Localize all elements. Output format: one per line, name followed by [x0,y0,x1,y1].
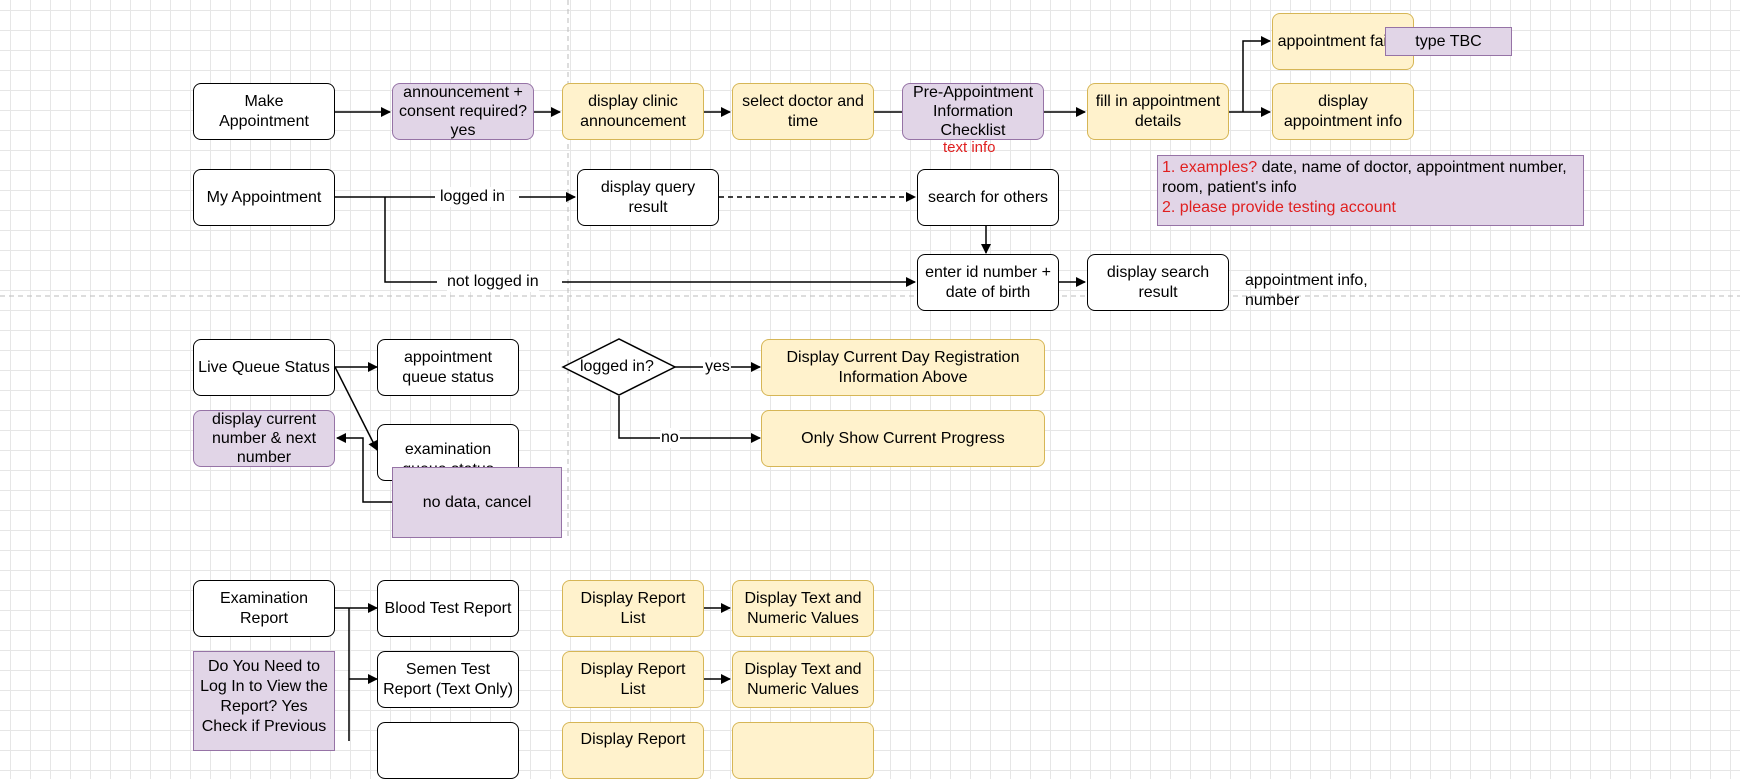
node-label: select doctor and time [742,92,864,130]
node-label: display appointment info [1283,92,1403,130]
node-label: Blood Test Report [384,599,512,617]
edge-nodata-to-display-current [336,433,392,503]
display-text-numeric-1-node[interactable]: Display Text and Numeric Values [732,580,874,637]
only-show-progress-node[interactable]: Only Show Current Progress [761,410,1045,467]
note-line-1-text: date, name of doctor, appointment number… [1162,159,1567,196]
display-clinic-announcement-node[interactable]: display clinic announcement [562,83,704,140]
result-note-label: appointment info, number [1245,272,1368,309]
note-line-2: 2. please provide testing account [1162,199,1396,216]
edge-fill-to-failed [1242,36,1271,112]
node-label: search for others [927,188,1049,206]
node-label: Display Report List [580,660,686,698]
logged-in-edge-label: logged in [440,187,505,207]
node-label: Only Show Current Progress [801,429,1005,447]
announcement-consent-node[interactable]: announcement + consent required? yes [392,83,534,140]
node-label: type TBC [1415,32,1482,50]
note-line-1: 1. examples? date, name of doctor, appoi… [1162,158,1579,198]
pre-appointment-checklist-node[interactable]: Pre-Appointment Information Checklist [902,83,1044,140]
node-label: Display Report [580,731,686,748]
display-report-3-next-node[interactable] [732,722,874,779]
node-label: appointment queue status [402,348,494,386]
display-current-day-node[interactable]: Display Current Day Registration Informa… [761,339,1045,396]
node-label: display search result [1106,263,1210,301]
logged-in-decision-diamond [561,338,677,396]
examples-note: 1. examples? date, name of doctor, appoi… [1157,155,1584,226]
select-doctor-time-node[interactable]: select doctor and time [732,83,874,140]
display-report-list-1-node[interactable]: Display Report List [562,580,704,637]
live-queue-status-node[interactable]: Live Queue Status [193,339,335,396]
examination-report-node[interactable]: Examination Report [193,580,335,637]
blood-test-report-node[interactable]: Blood Test Report [377,580,519,637]
node-label: Make Appointment [219,92,309,130]
node-label: enter id number + date of birth [925,263,1051,301]
display-appointment-info-node[interactable]: display appointment info [1272,83,1414,140]
node-label: no data, cancel [422,493,532,511]
no-edge-label: no [661,428,679,448]
display-search-result-node[interactable]: display search result [1087,254,1229,311]
semen-test-report-node[interactable]: Semen Test Report (Text Only) [377,651,519,708]
edge-myappt-to-notloggedin [384,197,437,283]
search-for-others-node[interactable]: search for others [917,169,1059,226]
report-node-partial[interactable] [377,722,519,779]
node-label: My Appointment [206,188,322,206]
node-label: fill in appointment details [1095,92,1221,130]
display-current-next-node[interactable]: display current number & next number [193,410,335,467]
type-tbc-note: type TBC [1385,27,1512,56]
not-logged-in-edge-label: not logged in [447,272,539,292]
logged-in-decision-label: logged in? [580,358,654,375]
enter-id-dob-node[interactable]: enter id number + date of birth [917,254,1059,311]
my-appointment-node[interactable]: My Appointment [193,169,335,226]
appointment-queue-status-node[interactable]: appointment queue status [377,339,519,396]
text-info-label: text info [943,139,996,156]
yes-edge-label: yes [705,357,730,377]
fill-in-details-node[interactable]: fill in appointment details [1087,83,1229,140]
display-text-numeric-2-node[interactable]: Display Text and Numeric Values [732,651,874,708]
node-label: Display Text and Numeric Values [744,660,862,698]
node-label: display current number & next number [211,411,317,466]
node-label: Display Current Day Registration Informa… [786,348,1020,386]
display-report-list-2-node[interactable]: Display Report List [562,651,704,708]
display-query-result-node[interactable]: display query result [577,169,719,226]
connector-layer [0,0,1740,741]
node-label: appointment failed [1277,32,1409,50]
edge-live-to-exam-queue [334,366,378,451]
node-label: Examination Report [219,589,309,627]
node-label: display clinic announcement [580,92,686,130]
node-label: display query result [600,178,696,216]
edge-loggedin-no-a [618,396,660,439]
node-label: Do You Need to Log In to View the Report… [200,658,328,735]
display-report-3-node[interactable]: Display Report [562,722,704,779]
node-label: announcement + consent required? yes [398,84,528,139]
no-data-cancel-note: no data, cancel [392,467,562,538]
make-appointment-node[interactable]: Make Appointment [193,83,335,140]
note-line-1-highlight: 1. examples? [1162,159,1258,176]
login-question-note: Do You Need to Log In to View the Report… [193,651,335,751]
node-label: Display Report List [580,589,686,627]
node-label: Semen Test Report (Text Only) [383,660,513,698]
node-label: Live Queue Status [198,358,330,376]
node-label: Pre-Appointment Information Checklist [912,84,1034,139]
node-label: Display Text and Numeric Values [744,589,862,627]
